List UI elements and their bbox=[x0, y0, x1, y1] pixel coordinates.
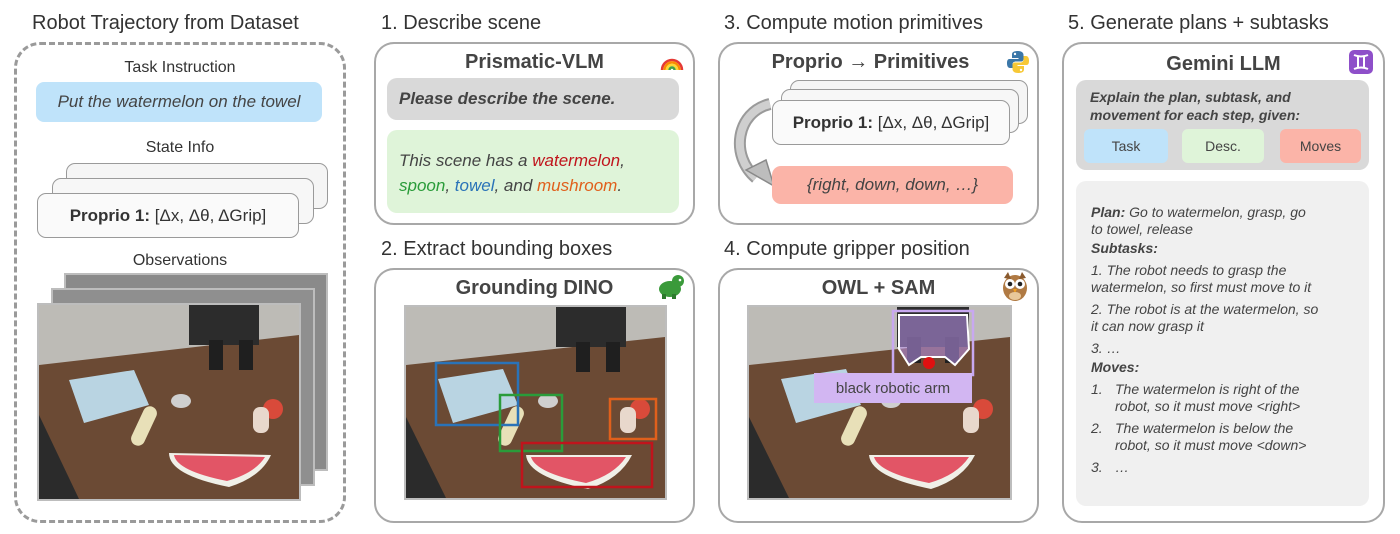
section-title-bbox: 2. Extract bounding boxes bbox=[381, 238, 613, 260]
proprio-primitives-title: Proprio → Primitives bbox=[771, 51, 970, 73]
bbox-image bbox=[404, 305, 667, 500]
describe-prompt: Please describe the scene. bbox=[387, 78, 679, 120]
plan-text: Go to watermelon, grasp, go bbox=[1125, 204, 1306, 220]
gemini-response-box bbox=[1076, 181, 1369, 506]
observations-label: Observations bbox=[132, 252, 228, 269]
task-instruction-label: Task Instruction bbox=[124, 59, 236, 76]
python-icon bbox=[1005, 49, 1031, 75]
move-3-num: 3. bbox=[1091, 459, 1103, 475]
move-2-num: 2. bbox=[1091, 420, 1103, 436]
gripper-label: black robotic arm bbox=[814, 373, 972, 403]
gemini-prompt: Explain the plan, subtask, and movement … bbox=[1090, 88, 1300, 124]
resp-comma: , bbox=[620, 151, 625, 170]
gemini-llm-title: Gemini LLM bbox=[1166, 53, 1281, 75]
section-title-gemini: 5. Generate plans + subtasks bbox=[1068, 12, 1329, 34]
move-2b: robot, so it must move <down> bbox=[1115, 437, 1307, 453]
gemini-prompt-line2: movement for each step, given: bbox=[1090, 107, 1301, 123]
resp-and: , and bbox=[494, 176, 538, 195]
pill-moves: Moves bbox=[1280, 129, 1361, 163]
section-title-dataset: Robot Trajectory from Dataset bbox=[32, 12, 299, 34]
resp-towel: towel bbox=[454, 176, 495, 195]
curved-arrow-icon bbox=[726, 98, 786, 194]
grounding-dino-title: Grounding DINO bbox=[455, 277, 614, 299]
subtasks-label: Subtasks: bbox=[1091, 240, 1158, 256]
pill-task: Task bbox=[1084, 129, 1168, 163]
subtask-2b: it can now grasp it bbox=[1091, 318, 1204, 334]
move-1b: robot, so it must move <right> bbox=[1115, 398, 1301, 414]
task-instruction-text: Put the watermelon on the towel bbox=[36, 82, 322, 122]
gemini-icon bbox=[1349, 50, 1373, 74]
resp-end: . bbox=[617, 176, 623, 195]
proprio-value: [Δx, Δθ, ΔGrip] bbox=[154, 205, 267, 225]
resp-comma2: , bbox=[445, 176, 455, 195]
move-1a: The watermelon is right of the bbox=[1115, 381, 1300, 397]
gemini-prompt-line1: Explain the plan, subtask, and bbox=[1090, 89, 1291, 105]
move-3: 3. … bbox=[1091, 459, 1361, 476]
pill-desc: Desc. bbox=[1182, 129, 1264, 163]
resp-spoon: spoon bbox=[399, 176, 446, 195]
prismatic-vlm-title: Prismatic-VLM bbox=[465, 51, 604, 73]
owl-sam-title: OWL + SAM bbox=[821, 277, 936, 299]
resp-mushroom: mushroom bbox=[537, 176, 618, 195]
plan-text2: to towel, release bbox=[1091, 221, 1193, 237]
gemini-response: Plan: Go to watermelon, grasp, go to tow… bbox=[1091, 204, 1361, 476]
plan-label: Plan: bbox=[1091, 204, 1126, 220]
proprio-label: Proprio 1: bbox=[69, 205, 150, 225]
owl-icon bbox=[1000, 270, 1030, 302]
state-card-proprio: Proprio 1: [Δx, Δθ, ΔGrip] bbox=[37, 193, 299, 238]
dino-icon bbox=[656, 272, 686, 300]
resp-watermelon: watermelon bbox=[532, 151, 621, 170]
section-title-describe: 1. Describe scene bbox=[381, 12, 542, 34]
moves-label: Moves: bbox=[1091, 359, 1140, 375]
subtask-2a: 2. The robot is at the watermelon, so bbox=[1091, 301, 1319, 317]
resp-text-a: This scene has a bbox=[399, 151, 533, 170]
state-info-label: State Info bbox=[145, 139, 215, 156]
subtask-1a: 1. The robot needs to grasp the bbox=[1091, 262, 1287, 278]
primitives-proprio-label: Proprio 1: bbox=[792, 112, 873, 132]
subtask-1b: watermelon, so first must move to it bbox=[1091, 279, 1312, 295]
move-1-num: 1. bbox=[1091, 381, 1103, 397]
move-3-text: … bbox=[1115, 459, 1129, 475]
primitives-proprio-value: [Δx, Δθ, ΔGrip] bbox=[877, 112, 990, 132]
move-2a: The watermelon is below the bbox=[1115, 420, 1294, 436]
section-title-primitives: 3. Compute motion primitives bbox=[724, 12, 983, 34]
primitives-card-proprio: Proprio 1: [Δx, Δθ, ΔGrip] bbox=[772, 100, 1010, 145]
section-title-gripper: 4. Compute gripper position bbox=[724, 238, 970, 260]
primitives-output: {right, down, down, …} bbox=[772, 166, 1013, 204]
describe-response: This scene has a watermelon, spoon, towe… bbox=[387, 130, 679, 213]
rainbow-icon bbox=[660, 50, 684, 74]
observation-frame bbox=[37, 303, 301, 501]
plan-line: Plan: Go to watermelon, grasp, go bbox=[1091, 204, 1361, 221]
subtask-3: 3. … bbox=[1091, 340, 1121, 356]
